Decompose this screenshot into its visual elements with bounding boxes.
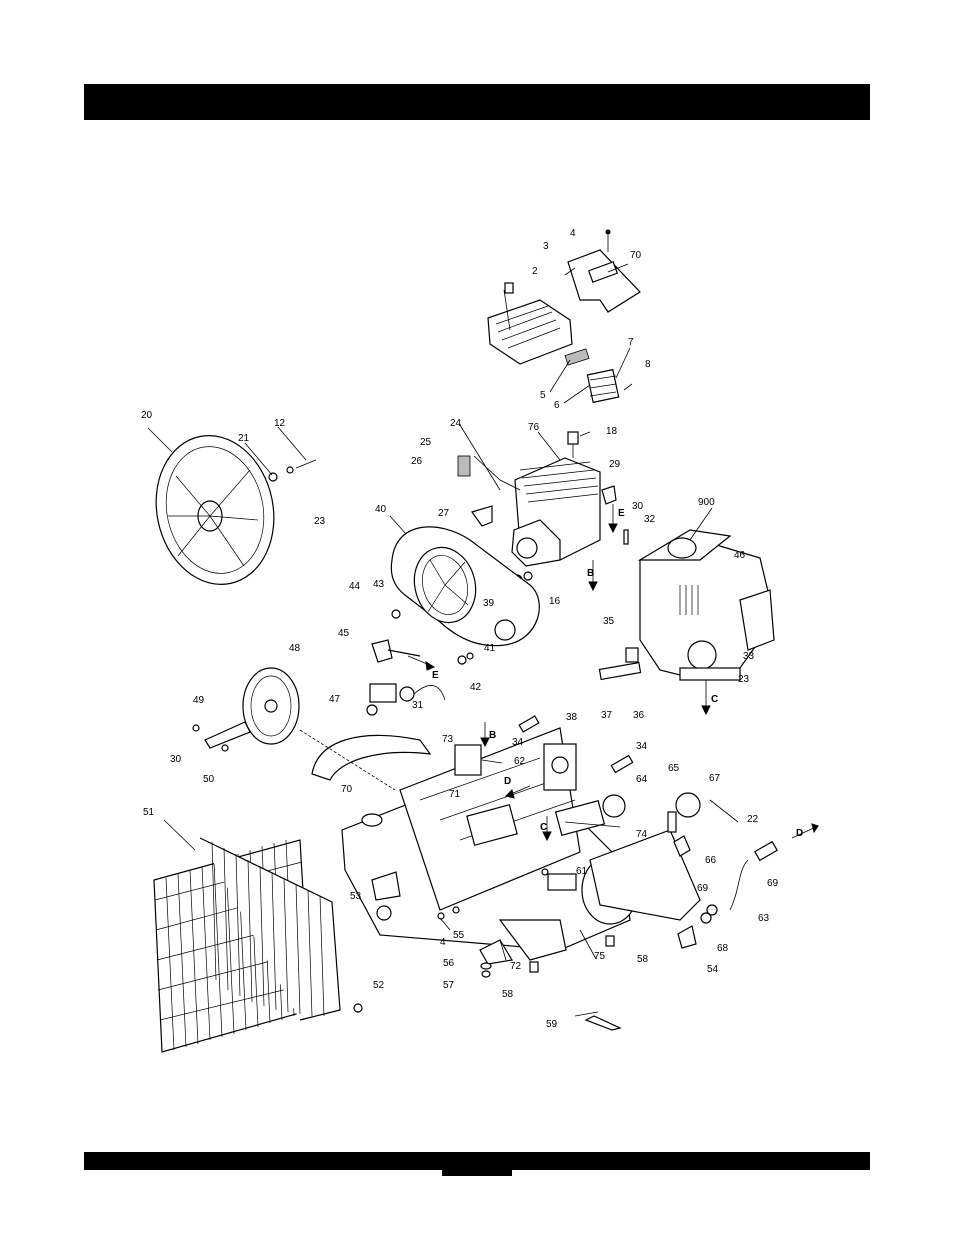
callout-c20: 20 [141,410,153,421]
callout-c56: 56 [443,958,455,969]
callout-c52: 52 [373,980,385,991]
callout-c4b: 4 [440,937,446,948]
callout-c31: 31 [412,700,424,711]
callout-c16: 16 [549,596,561,607]
callout-c68: 68 [717,943,729,954]
callout-c36: 36 [633,710,645,721]
callout-c4a: 4 [570,228,576,239]
callout-c2: 2 [532,266,538,277]
callout-c32: 32 [644,514,656,525]
callout-c24: 24 [450,418,462,429]
callout-c72: 72 [510,961,522,972]
callout-c70b: 70 [341,784,353,795]
callout-c65: 65 [668,763,680,774]
callout-c21: 21 [238,433,250,444]
connector-c2: C [540,822,547,833]
callout-c22: 22 [747,814,759,825]
callout-c35: 35 [603,616,615,627]
callout-c59: 59 [546,1019,558,1030]
callout-c34a: 34 [512,737,524,748]
callout-c57: 57 [443,980,455,991]
callout-c3: 3 [543,241,549,252]
belt-guard [154,838,362,1052]
callout-c23b: 23 [738,674,750,685]
callout-c45: 45 [338,628,350,639]
callout-c39: 39 [483,598,495,609]
connector-d2: D [796,828,803,839]
wheel-and-axle [193,668,299,751]
callout-c29: 29 [609,459,621,470]
connector-d1: D [504,776,511,787]
callout-c27: 27 [438,508,450,519]
callout-c66: 66 [705,855,717,866]
callout-c49: 49 [193,695,205,706]
callout-c53: 53 [350,891,362,902]
callout-c71: 71 [449,789,461,800]
callout-c41: 41 [484,643,496,654]
connector-b2: B [489,730,496,741]
callout-c69b: 69 [697,883,709,894]
head-cover-assembly [488,230,640,402]
callout-c38: 38 [566,712,578,723]
callout-c47: 47 [329,694,341,705]
callout-c54: 54 [707,964,719,975]
callout-c6: 6 [554,400,560,411]
callout-c50: 50 [203,774,215,785]
callout-c58a: 58 [637,954,649,965]
flywheel-pulley [143,425,316,596]
callout-c26: 26 [411,456,423,467]
callout-c25: 25 [420,437,432,448]
callout-c58b: 58 [502,989,514,1000]
callout-c900: 900 [698,497,715,508]
callout-c30b: 30 [170,754,182,765]
callout-c8: 8 [645,359,651,370]
callout-c34b: 34 [636,741,648,752]
callout-c69a: 69 [767,878,779,889]
connector-c1: C [711,694,718,705]
callout-c55: 55 [453,930,465,941]
callout-c37: 37 [601,710,613,721]
callout-c75: 75 [594,951,606,962]
callout-c51: 51 [143,807,155,818]
callout-c18: 18 [606,426,618,437]
callout-c74: 74 [636,829,648,840]
callout-c12: 12 [274,418,286,429]
callout-c64: 64 [636,774,648,785]
callout-c76: 76 [528,422,540,433]
callout-c63: 63 [758,913,770,924]
callout-c62: 62 [514,756,526,767]
callout-c5: 5 [540,390,546,401]
connector-b1: B [587,568,594,579]
callout-c67: 67 [709,773,721,784]
callout-c48: 48 [289,643,301,654]
callout-c42: 42 [470,682,482,693]
callout-c73: 73 [442,734,454,745]
callout-c30a: 30 [632,501,644,512]
callout-c43: 43 [373,579,385,590]
callout-c44: 44 [349,581,361,592]
callout-c23a: 23 [314,516,326,527]
callout-c33: 33 [743,651,755,662]
connector-e1: E [618,508,625,519]
callout-c61: 61 [576,866,588,877]
callout-c7: 7 [628,337,634,348]
callout-c46: 46 [734,550,746,561]
connector-e2: E [432,670,439,681]
callout-c70a: 70 [630,250,642,261]
callout-c40: 40 [375,504,387,515]
